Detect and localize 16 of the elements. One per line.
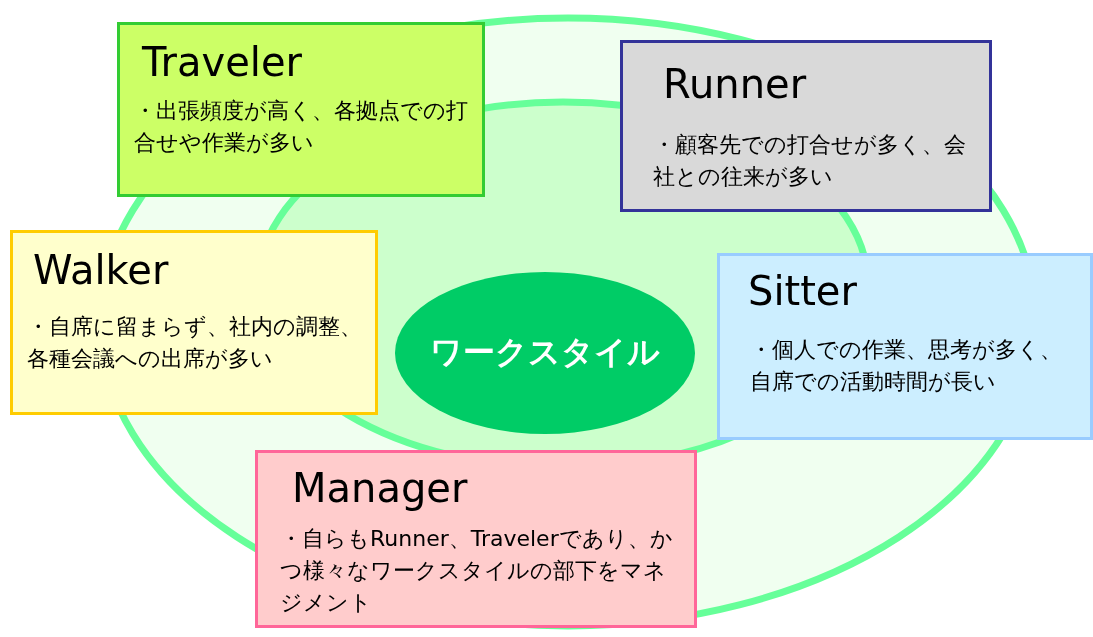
card-title: Manager (292, 465, 468, 511)
card-description: ・個人での作業、思考が多く、自席での活動時間が長い (750, 336, 1063, 396)
style-card (620, 40, 992, 212)
card-title: Runner (663, 61, 807, 107)
card-description: ・自らもRunner、Travelerであり、かつ様々なワークスタイルの部下をマネジメント (280, 525, 674, 617)
card-title: Traveler (142, 39, 302, 85)
center-label: ワークスタイル (430, 332, 660, 373)
card-description: ・顧客先での打合せが多く、会社との往来が多い (653, 131, 967, 191)
style-card (717, 253, 1093, 440)
card-description: ・出張頻度が高く、各拠点での打合せや作業が多い (134, 97, 469, 157)
card-title: Sitter (748, 268, 857, 314)
style-card (10, 230, 378, 415)
card-title: Walker (33, 247, 169, 293)
style-card (117, 22, 485, 197)
card-description: ・自席に留まらず、社内の調整、各種会議への出席が多い (27, 313, 363, 373)
style-card (255, 450, 697, 628)
